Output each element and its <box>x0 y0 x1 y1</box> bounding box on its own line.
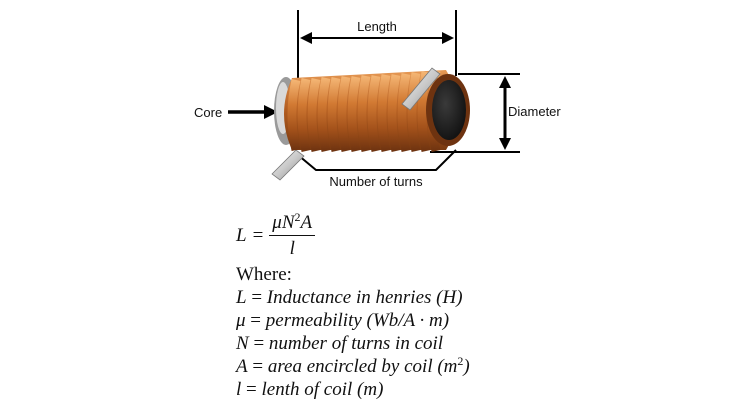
winding-10 <box>377 74 391 152</box>
formula-numerator: μN2A <box>269 209 316 236</box>
numerator-a: A <box>300 211 313 233</box>
winding-13 <box>407 72 421 152</box>
winding-1 <box>287 78 301 152</box>
length-arrowhead-right <box>442 32 454 44</box>
denominator-l: l <box>289 237 295 259</box>
definition-row: A = area encircled by coil (m2) <box>236 354 470 377</box>
definition-unit: (m) <box>357 379 384 400</box>
inductance-formula-block: L = μN2A l Where: L = Inductance in henr… <box>236 210 470 402</box>
core-arrowhead <box>264 105 278 119</box>
definition-text: permeability <box>265 310 362 331</box>
core-label: Core <box>194 105 222 120</box>
top-lead <box>401 67 441 111</box>
numerator-exponent: 2 <box>294 209 301 224</box>
winding-8 <box>357 75 371 152</box>
definition-text: lenth of coil <box>261 379 353 400</box>
diameter-arrowhead-bottom <box>499 138 511 150</box>
definition-symbol: A <box>236 356 248 377</box>
definition-symbol: μ <box>236 310 246 331</box>
bottom-lead <box>271 149 305 181</box>
formula-fraction: μN2A l <box>269 209 316 259</box>
definition-row: μ = permeability (Wb/A · m) <box>236 310 450 331</box>
winding-4 <box>317 77 331 152</box>
inductor-coil <box>271 67 470 181</box>
definition-text: area encircled by coil <box>267 356 433 377</box>
turns-label: Number of turns <box>329 174 423 189</box>
definition-unit-exponent: 2 <box>457 354 464 368</box>
where-label: Where: <box>236 264 292 285</box>
definition-unit: (H) <box>436 287 463 308</box>
inductance-equation: L = μN2A l <box>236 210 470 260</box>
definition-unit: (m <box>437 356 458 377</box>
definition-symbol: l <box>236 379 242 400</box>
winding-2 <box>297 78 311 152</box>
definition-symbol: L <box>236 287 247 308</box>
definition-unit-tail: ) <box>463 356 470 377</box>
definition-row: L = Inductance in henries (H) <box>236 287 463 308</box>
winding-11 <box>387 74 401 152</box>
ferrite-core-face <box>432 80 466 140</box>
winding-6 <box>337 76 351 152</box>
length-arrowhead-left <box>300 32 312 44</box>
winding-7 <box>347 76 361 152</box>
winding-9 <box>367 75 381 152</box>
diameter-label: Diameter <box>508 104 561 119</box>
definition-row: l = lenth of coil (m) <box>236 379 384 400</box>
numerator-n: N <box>281 211 295 233</box>
length-label: Length <box>357 19 397 34</box>
definition-text: number of turns in coil <box>268 333 444 354</box>
definition-unit: (Wb/A · m) <box>366 310 450 331</box>
definition-symbol: N <box>236 333 249 354</box>
definition-text: Inductance in henries <box>266 287 432 308</box>
winding-3 <box>307 78 321 152</box>
turns-bracket <box>297 149 457 171</box>
formula-lhs: L <box>236 224 247 246</box>
winding-5 <box>327 77 341 152</box>
winding-12 <box>397 73 411 152</box>
diameter-arrowhead-top <box>499 76 511 88</box>
definition-row: N = number of turns in coil <box>236 333 444 354</box>
coil-windings <box>287 70 441 152</box>
formula-equals: = <box>252 224 264 246</box>
formula-denominator: l <box>290 236 295 259</box>
numerator-mu: μ <box>272 211 282 233</box>
